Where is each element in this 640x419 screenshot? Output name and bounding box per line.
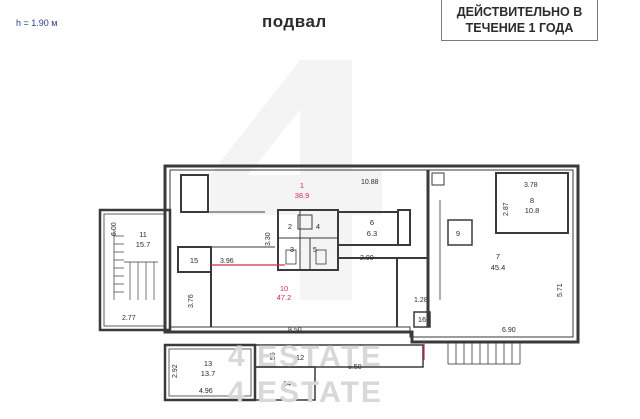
room-7-area: 45.4 bbox=[491, 263, 506, 272]
dim-label: 2.92 bbox=[172, 364, 179, 378]
dim-label: 2.90 bbox=[360, 255, 374, 262]
room-6-number: 6 bbox=[370, 218, 374, 227]
interior-walls bbox=[177, 170, 569, 328]
dim-label: 10.88 bbox=[361, 179, 379, 186]
validity-line-2: ТЕЧЕНИЕ 1 ГОДА bbox=[465, 21, 574, 35]
room-15-number: 15 bbox=[190, 256, 198, 265]
ceiling-height-label: h = 1.90 м bbox=[16, 18, 58, 28]
room-1-number: 1 bbox=[300, 181, 304, 190]
dim-label: 8.50 bbox=[288, 327, 302, 334]
room-6-area: 6.3 bbox=[367, 229, 377, 238]
dim-label: 8.50 bbox=[348, 364, 362, 371]
room-16-number: 16 bbox=[418, 315, 426, 324]
dim-label: 2.77 bbox=[122, 315, 136, 322]
validity-line-1: ДЕЙСТВИТЕЛЬНО В bbox=[456, 5, 583, 19]
room-12-number: 12 bbox=[296, 353, 304, 362]
room-10-number: 10 bbox=[280, 284, 288, 293]
dim-label: 3.30 bbox=[265, 232, 272, 246]
room-8-area: 10.8 bbox=[525, 206, 540, 215]
room-11-area: 15.7 bbox=[136, 240, 151, 249]
dimension-labels: 10.88 3.78 2.87 3.30 3.96 2.90 5.71 1.28… bbox=[111, 179, 564, 395]
floor-title: подвал bbox=[262, 12, 327, 31]
dim-label: 1.56 bbox=[270, 352, 277, 366]
room-5-number: 5 bbox=[313, 245, 317, 254]
room-10-area: 47.2 bbox=[277, 293, 292, 302]
room-9-number: 9 bbox=[456, 229, 460, 238]
staircase bbox=[113, 230, 158, 300]
watermark-text-2: 4 ESTATE bbox=[228, 376, 383, 409]
dim-label: 3.96 bbox=[220, 258, 234, 265]
room-2-number: 2 bbox=[288, 222, 292, 231]
room-13-area: 13.7 bbox=[201, 369, 216, 378]
room-8-number: 8 bbox=[530, 196, 534, 205]
dim-label: 2.87 bbox=[503, 202, 510, 216]
accent-lines bbox=[211, 264, 425, 360]
room-3-number: 3 bbox=[290, 245, 294, 254]
room-labels: 1 38.9 2 3 4 5 6 6.3 7 45.4 8 10.8 9 10 … bbox=[136, 181, 540, 388]
exterior-walls bbox=[98, 164, 580, 402]
dim-label: 5.71 bbox=[557, 283, 564, 297]
entrance-stairs bbox=[447, 341, 521, 365]
validity-stamp: ДЕЙСТВИТЕЛЬНО В ТЕЧЕНИЕ 1 ГОДА bbox=[441, 0, 598, 41]
dim-label: 3.78 bbox=[524, 182, 538, 189]
room-4-number: 4 bbox=[316, 222, 320, 231]
dim-label: 3.76 bbox=[188, 294, 195, 308]
room-11-number: 11 bbox=[139, 230, 147, 239]
dim-label: 1.28 bbox=[414, 297, 428, 304]
dim-label: 6.90 bbox=[502, 327, 516, 334]
room-13-number: 13 bbox=[204, 359, 212, 368]
watermark-text-1: 4 ESTATE bbox=[228, 340, 383, 373]
room-14-number: 14 bbox=[283, 379, 291, 388]
dim-label: 6.00 bbox=[111, 222, 118, 236]
room-7-number: 7 bbox=[496, 252, 500, 261]
dim-label: 4.96 bbox=[199, 388, 213, 395]
room-1-area: 38.9 bbox=[295, 191, 310, 200]
